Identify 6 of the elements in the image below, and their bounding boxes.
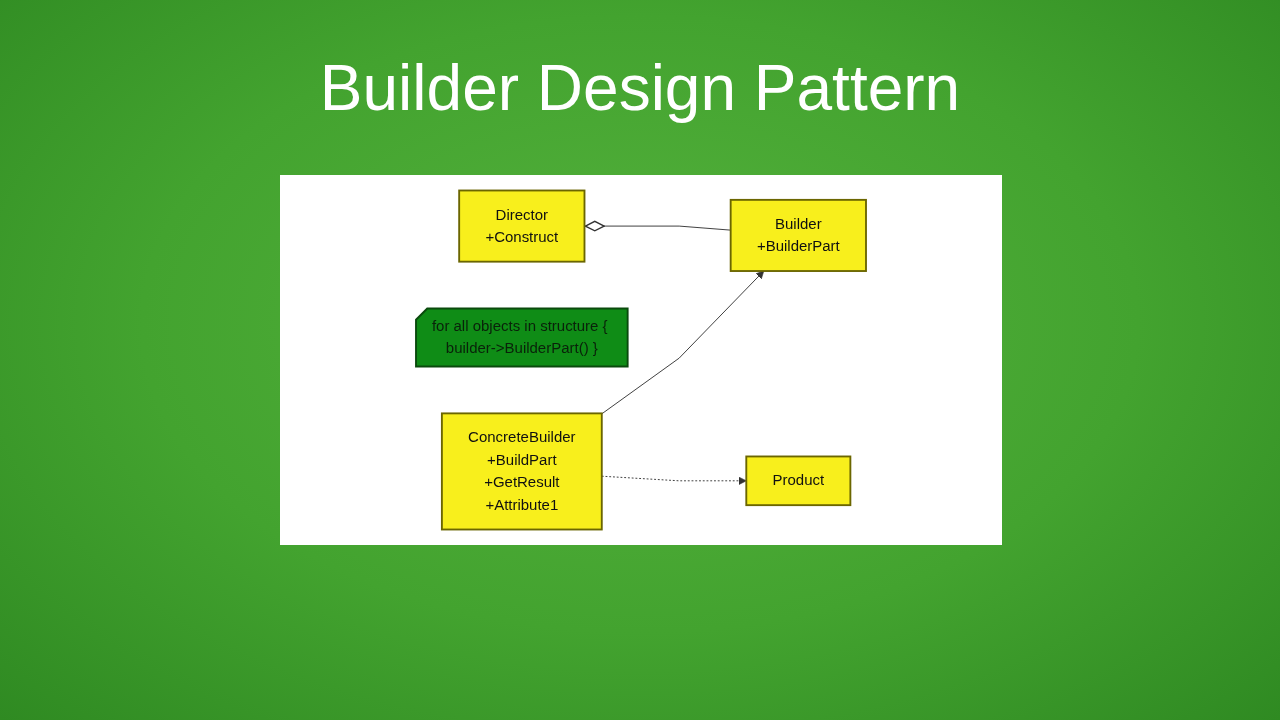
title: Builder Design Pattern [319, 51, 961, 126]
class-box: Product [745, 455, 852, 507]
class-box: ConcreteBuilder +BuildPart +GetResult +Attribute1 [440, 412, 603, 531]
class-box: Builder +BuilderPart [729, 198, 867, 272]
class-box: Director +Construct [458, 189, 586, 263]
note-box: for all objects in structure { builder->BuilderPart() } [415, 307, 629, 368]
